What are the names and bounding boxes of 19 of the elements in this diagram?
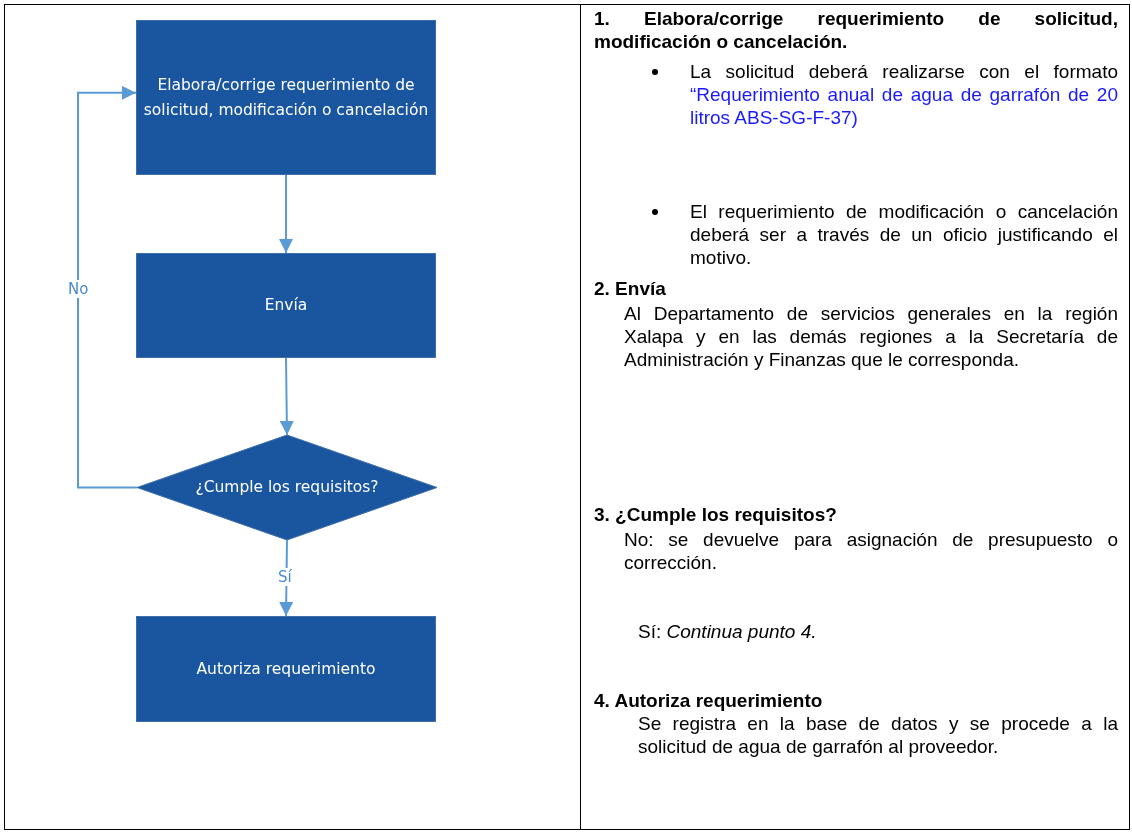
edge-label: Sí [276,568,294,586]
paragraph: Al Departamento de servicios generales en la región Xalapa y en las demás regiones a la Secretaría de Administración y Finanzas que le corresponda. [624,302,1118,371]
arrow [279,357,294,436]
process-box: Envía [136,253,436,358]
heading: 3. ¿Cumple los requisitos? [594,503,838,526]
edge-label: No [66,280,91,299]
paragraph: Sí: Continua punto 4. [638,620,818,643]
arrow [279,174,293,254]
bullet-text: El requerimiento de modificación o cancelación deberá ser a través de un oficio justificando el motivo. [690,200,1118,269]
paragraph: Se registra en la base de datos y se procede a la solicitud de agua de garrafón al proveedor. [638,712,1118,758]
heading: 4. Autoriza requerimiento [594,689,824,712]
decision-diamond: ¿Cumple los requisitos? [137,435,437,540]
arrow [77,85,138,489]
heading: 1. Elabora/corrige requerimiento de solicitud, modificación o cancelación. [594,7,1118,53]
bullet-text: La solicitud deberá realizarse con el formato “Requerimiento anual de agua de garrafón de 20 litros ABS-SG-F-37) [690,60,1118,129]
process-box: Autoriza requerimiento [136,616,436,722]
process-box: Elabora/corrige requerimiento de solicitud, modificación o cancelación [136,20,436,175]
paragraph: No: se devuelve para asignación de presupuesto o corrección. [624,528,1118,574]
heading: 2. Envía [594,277,667,300]
